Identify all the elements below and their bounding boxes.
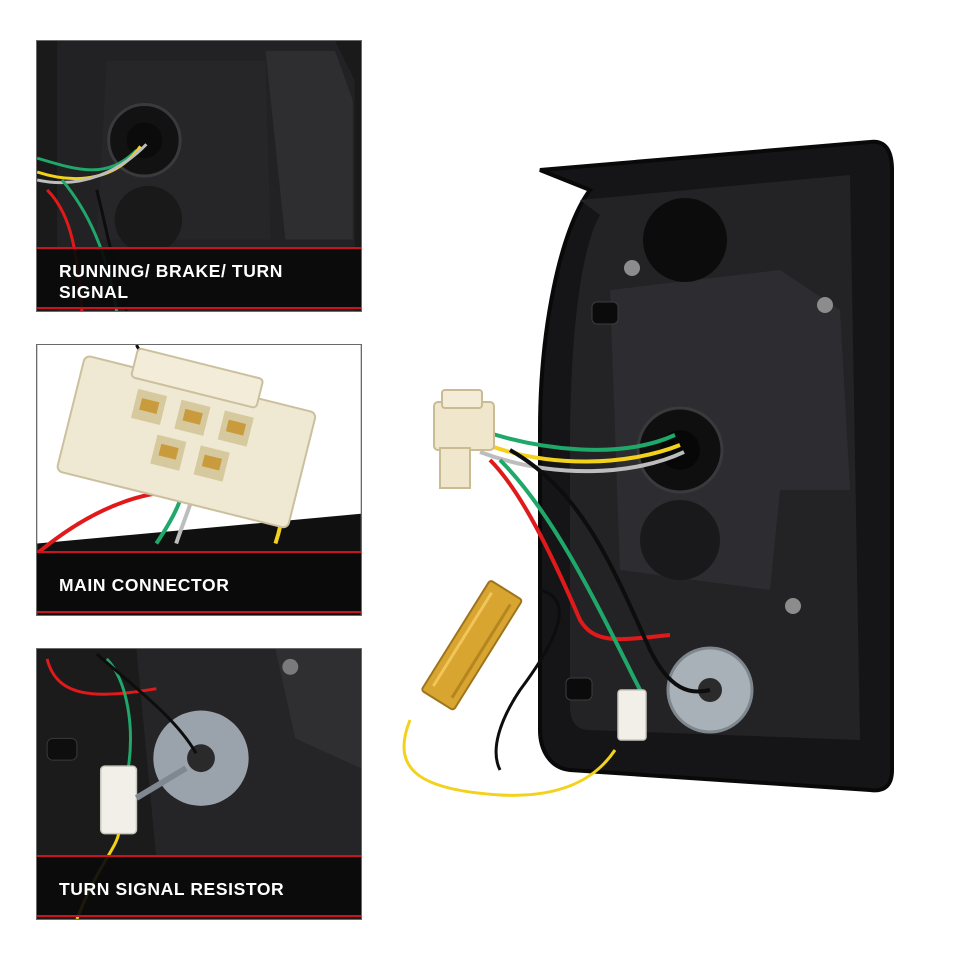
- screw: [785, 598, 801, 614]
- tail-light-product-image: [402, 139, 894, 797]
- caption-bar: TURN SIGNAL RESISTOR: [37, 855, 361, 917]
- detail-panel-turn-signal-resistor: TURN SIGNAL RESISTOR: [36, 648, 362, 920]
- screw: [624, 260, 640, 276]
- detail-panel-running-brake-turn: RUNNING/ BRAKE/ TURN SIGNAL: [36, 40, 362, 312]
- load-resistor: [421, 580, 523, 711]
- caption-bar: MAIN CONNECTOR: [37, 551, 361, 613]
- caption-bar: RUNNING/ BRAKE/ TURN SIGNAL: [37, 247, 361, 309]
- caption-accent-line: [37, 915, 361, 917]
- panel-caption: RUNNING/ BRAKE/ TURN SIGNAL: [59, 261, 283, 302]
- caption-accent-line: [37, 611, 361, 613]
- lower-socket-cap: [640, 500, 720, 580]
- upper-socket-cap: [643, 198, 727, 282]
- screw: [817, 297, 833, 313]
- main-connector-plug: [433, 389, 495, 489]
- panel-caption: MAIN CONNECTOR: [59, 575, 230, 595]
- running-brake-turn-closeup-image: [37, 41, 361, 311]
- caption-accent-line: [37, 307, 361, 309]
- panel-caption: TURN SIGNAL RESISTOR: [59, 879, 285, 899]
- turn-signal-plug: [617, 689, 647, 741]
- mounting-tab: [565, 677, 593, 701]
- detail-panel-main-connector: MAIN CONNECTOR: [36, 344, 362, 616]
- mounting-tab: [591, 301, 619, 325]
